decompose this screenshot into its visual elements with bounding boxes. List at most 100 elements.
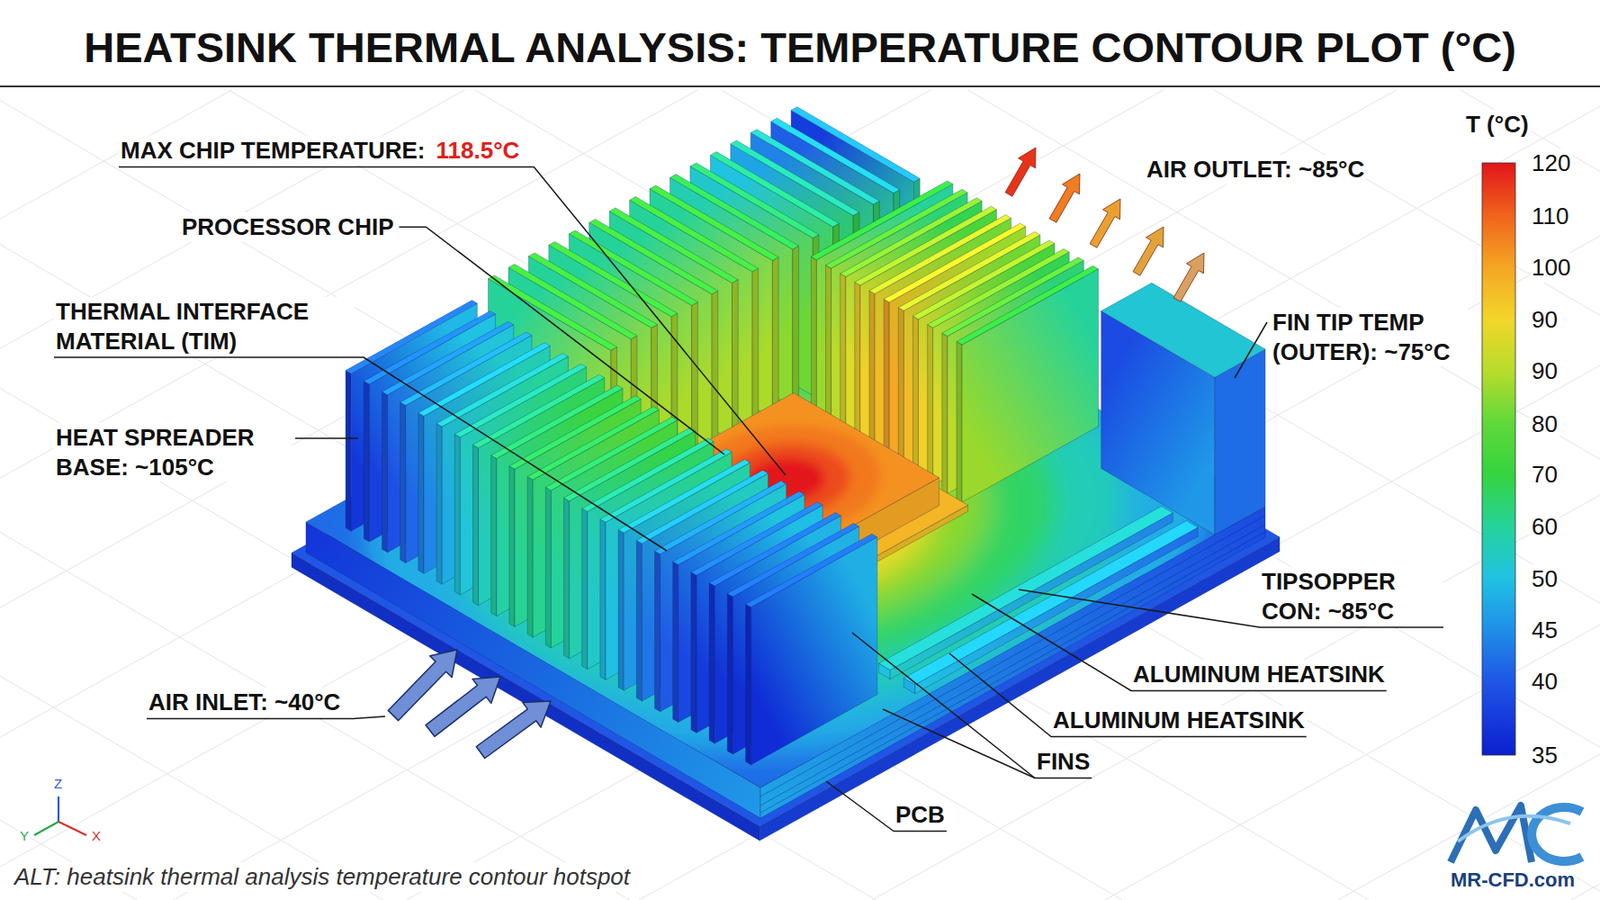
- outlet-arrow: [1049, 173, 1080, 223]
- grid-line: [0, 89, 1600, 900]
- axis-line: [57, 796, 60, 822]
- callout-label: FIN TIP TEMP (OUTER): ~75°C: [1270, 307, 1468, 367]
- leader-line: [1234, 322, 1268, 378]
- grid-line: [0, 89, 1600, 900]
- grid-line: [0, 89, 1600, 900]
- scale-tick: 80: [1529, 409, 1560, 440]
- grid-line: [78, 89, 1600, 900]
- heatsink-face: [840, 273, 846, 435]
- grid-line: [0, 89, 1600, 900]
- caption: ALT: heatsink thermal analysis temperatu…: [12, 862, 632, 892]
- grid-line: [331, 89, 1600, 857]
- grid-line: [0, 89, 1600, 900]
- axis-label: Y: [17, 827, 31, 845]
- grid-line: [0, 89, 1530, 900]
- grid-line: [0, 402, 989, 900]
- grid-line: [0, 89, 1600, 900]
- callout-label: THERMAL INTERFACE MATERIAL (TIM): [53, 296, 355, 356]
- heatsink-face: [879, 505, 1174, 670]
- callout-label: ALUMINUM HEATSINK: [1051, 705, 1307, 736]
- grid-line: [0, 89, 1600, 900]
- leader-line: [53, 357, 667, 551]
- axis-line: [34, 821, 59, 836]
- heatsink-face: [883, 298, 890, 460]
- inlet-arrow: [425, 676, 501, 737]
- heatsink-face: [898, 307, 904, 469]
- grid-line: [0, 121, 1493, 900]
- grid-line: [0, 89, 1600, 900]
- logo-mark: [1450, 805, 1583, 863]
- grid-line: [0, 89, 1417, 879]
- axis-line: [58, 821, 87, 836]
- heatsink-face: [746, 603, 752, 765]
- grid-line: [205, 89, 1600, 900]
- scale-title: T (°C): [1464, 109, 1531, 140]
- scale-tick: 100: [1529, 252, 1573, 283]
- grid-line: [0, 89, 1600, 900]
- scale-tick: 35: [1529, 740, 1560, 771]
- callout-label: AIR INLET: ~40°C: [146, 687, 342, 718]
- heatsink-face: [772, 257, 779, 419]
- leader-line: [399, 226, 726, 455]
- grid-line: [0, 89, 1600, 900]
- grid-line: [0, 89, 1600, 900]
- heatsink-face: [709, 583, 715, 745]
- grid-line: [0, 89, 1600, 900]
- scale-tick: 50: [1529, 564, 1560, 594]
- callout-label: HEAT SPREADER BASE: ~105°C: [53, 422, 292, 482]
- grid-line: [0, 89, 1600, 900]
- leader-line: [295, 437, 359, 440]
- heatsink-face: [527, 476, 533, 639]
- heatsink-face: [491, 455, 497, 617]
- heatsink-face: [1214, 349, 1266, 535]
- axis-triad: [34, 796, 87, 836]
- grid-line: [0, 89, 1600, 900]
- grid-line: [0, 89, 1600, 900]
- grid-line: [0, 89, 1600, 900]
- grid-line: [0, 89, 1190, 747]
- grid-line: [0, 89, 1600, 900]
- grid-line: [0, 89, 1600, 900]
- fin-plate: [956, 265, 1099, 503]
- heatsink-face: [636, 539, 642, 702]
- watermark: MR-CFD.com: [1448, 867, 1577, 893]
- logo-stroke: [1450, 805, 1532, 863]
- heatsink-face: [942, 332, 948, 494]
- heatsink-face: [927, 324, 934, 486]
- outlet-arrow: [1173, 252, 1205, 302]
- callout-value: 118.5°C: [434, 135, 522, 166]
- callout-label: TIPSOPPER CON: ~85°C: [1259, 566, 1444, 626]
- scale-tick: 45: [1529, 615, 1560, 646]
- grid-line: [41, 173, 1600, 900]
- grid-line: [0, 89, 1600, 900]
- heatsink-face: [582, 508, 588, 670]
- heatsink-face: [418, 413, 424, 575]
- scale-tick: 120: [1529, 148, 1573, 179]
- title: HEATSINK THERMAL ANALYSIS: TEMPERATURE C…: [81, 21, 1519, 75]
- heatsink-face: [363, 380, 369, 542]
- heatsink-face: [752, 268, 759, 430]
- grid-line: [0, 107, 1600, 900]
- heatsink-face: [826, 265, 832, 427]
- axis-label: Z: [52, 775, 64, 793]
- heatsink-face: [711, 290, 719, 452]
- heatsink-face: [618, 530, 624, 692]
- grid-line: [0, 261, 1241, 900]
- logo-swoosh: [1457, 816, 1571, 842]
- leader-line: [882, 709, 1035, 779]
- axis-label: X: [89, 827, 103, 845]
- heatsink-face: [691, 572, 697, 734]
- heatsink-face: [913, 315, 919, 477]
- callout-label: MAX CHIP TEMPERATURE:: [118, 135, 428, 166]
- heatsink-face: [564, 497, 570, 659]
- callout-label: PCB: [893, 800, 947, 830]
- heatsink-face: [454, 433, 460, 595]
- base-ridge: [879, 505, 1174, 679]
- scale-tick: 90: [1529, 305, 1560, 335]
- heatsink-face: [854, 282, 861, 444]
- heatsink-face: [545, 486, 551, 648]
- scale-tick: 90: [1529, 356, 1560, 387]
- heatsink-face: [810, 256, 817, 418]
- callout-label: AIR OUTLET: ~85°C: [1144, 154, 1367, 185]
- airflow-arrows: [387, 147, 1205, 759]
